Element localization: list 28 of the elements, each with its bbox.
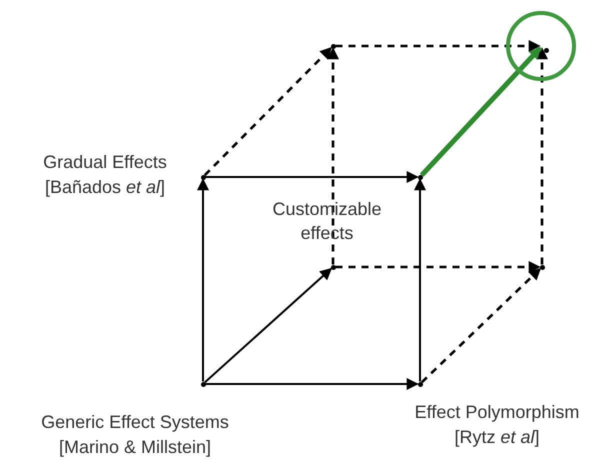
- citation-label: [Bañados et al]: [44, 176, 166, 199]
- arrow: [420, 268, 542, 384]
- citation-label: [Rytz et al]: [454, 426, 540, 449]
- corner-point: [540, 264, 544, 270]
- corner-point: [418, 174, 422, 180]
- approach-label: Effect Polymorphism: [414, 401, 580, 424]
- axis-label: Customizable effects: [271, 198, 383, 245]
- arrow: [204, 268, 332, 384]
- corner-point: [200, 174, 206, 180]
- arrow: [327, 47, 339, 264]
- arrow: [336, 40, 541, 52]
- arrow: [197, 178, 209, 382]
- corner-point: [330, 44, 336, 48]
- arrow: [536, 47, 548, 264]
- arrow: [204, 46, 332, 176]
- approach-label: Gradual Effects: [43, 151, 167, 174]
- corner-point: [330, 264, 336, 270]
- highlight-circle: [506, 11, 576, 81]
- arrow: [420, 46, 542, 177]
- approach-label: Generic Effect Systems: [41, 411, 229, 434]
- arrow: [414, 178, 426, 382]
- arrow: [206, 171, 419, 183]
- arrow: [206, 378, 419, 390]
- citation-label: [Marino & Millstein]: [58, 436, 212, 459]
- arrow: [336, 261, 541, 273]
- corner-point: [544, 48, 548, 52]
- corner-point: [418, 382, 422, 386]
- corner-point: [200, 382, 206, 386]
